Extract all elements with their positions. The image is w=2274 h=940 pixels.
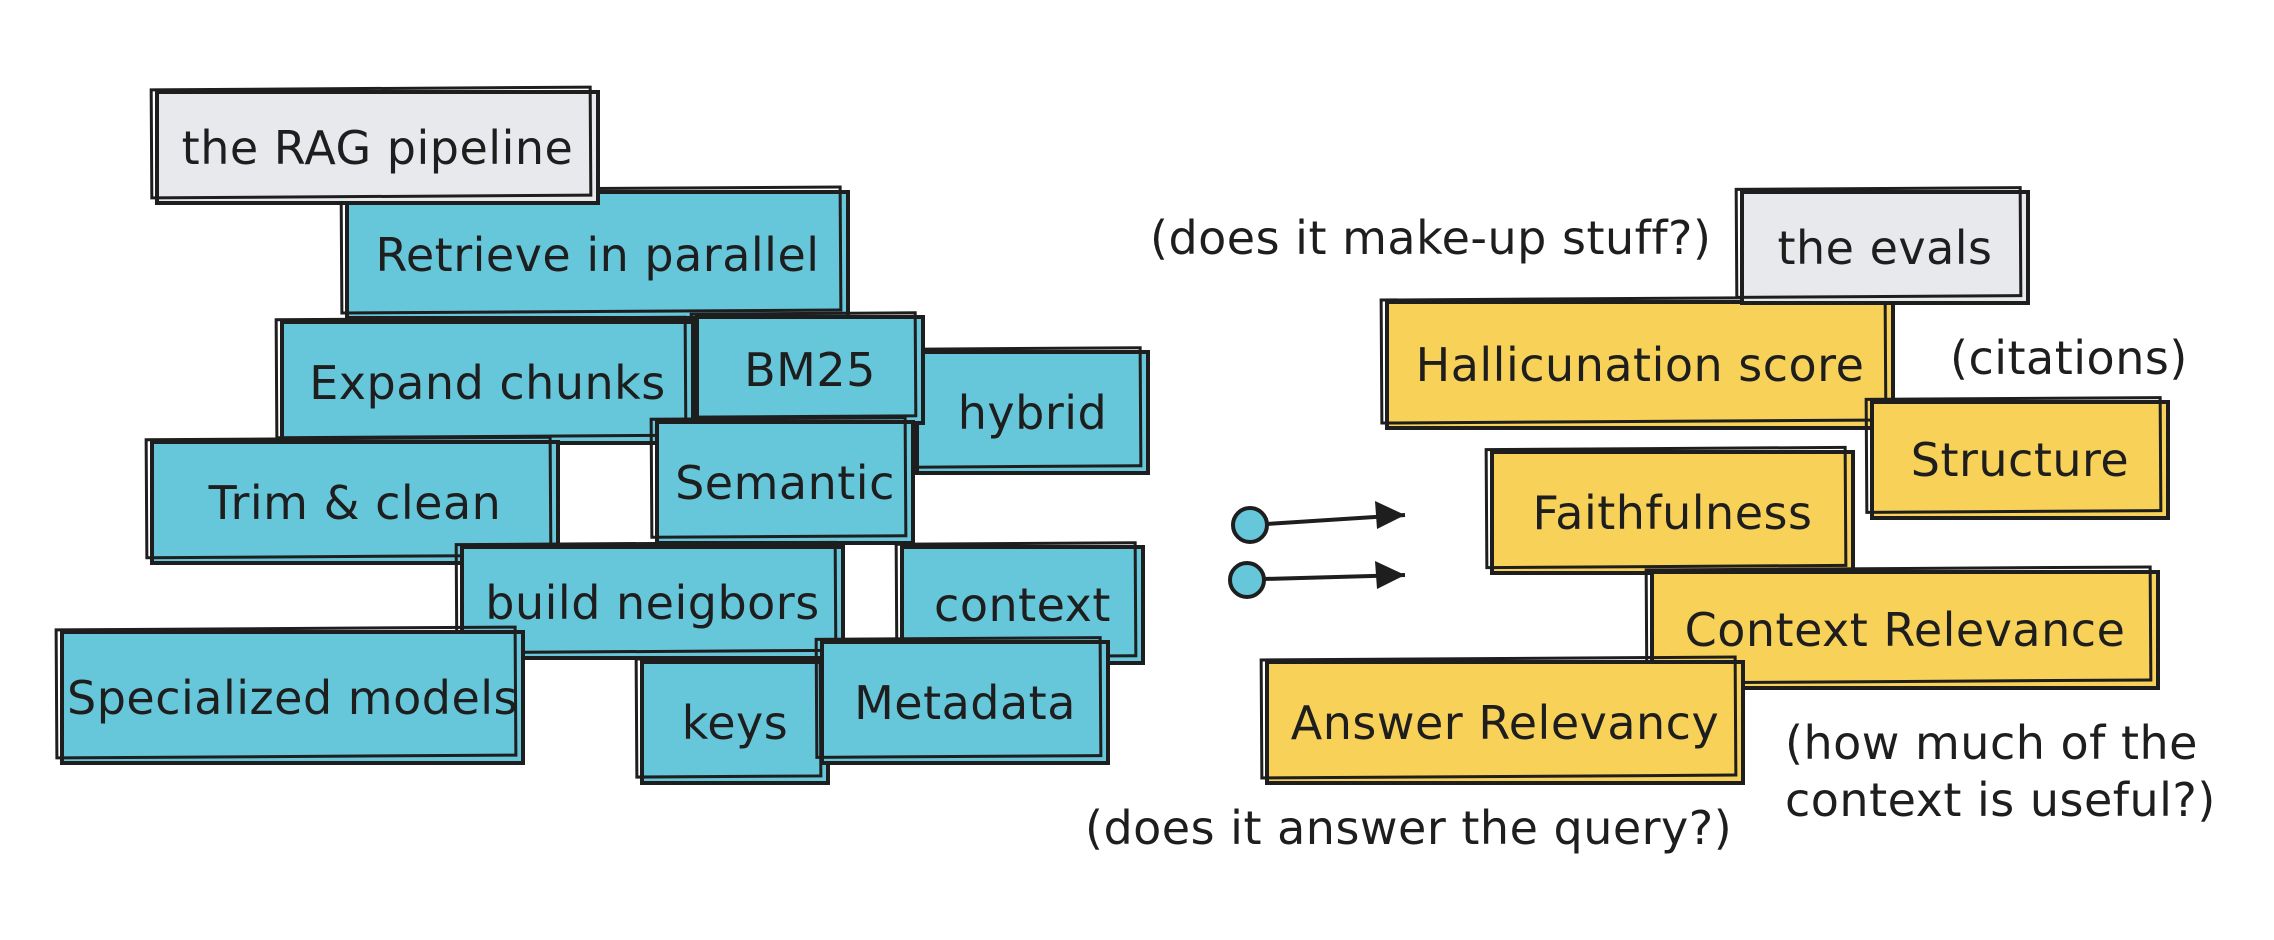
arrows-connector (1228, 501, 1406, 599)
block-semantic-label: Semantic (675, 455, 895, 510)
arrow-icon-bottom (1228, 561, 1406, 599)
block-trim-and-clean-label: Trim & clean (208, 475, 502, 530)
metric-structure-label: Structure (1910, 433, 2130, 487)
note-context-relevance-line1: (how much of the (1785, 716, 2198, 770)
metric-faithfulness-label: Faithfulness (1532, 485, 1813, 540)
pipeline-title-label: the RAG pipeline (181, 120, 574, 175)
block-bm25-label: BM25 (744, 343, 876, 397)
block-build-neighbors: build neigbors (460, 545, 845, 660)
block-keys-label: keys (681, 695, 789, 750)
evals-title-label: the evals (1777, 220, 1993, 275)
note-structure: (citations) (1950, 331, 2188, 385)
block-specialized-models-label: Specialized models (67, 670, 518, 725)
note-context-relevance-line2: context is useful?) (1785, 773, 2216, 827)
block-expand-chunks-label: Expand chunks (309, 355, 666, 410)
block-metadata: Metadata (820, 640, 1110, 765)
metric-structure: Structure (1870, 400, 2170, 520)
block-semantic: Semantic (655, 420, 915, 545)
block-bm25: BM25 (695, 315, 925, 425)
block-retrieve-in-parallel-label: Retrieve in parallel (375, 228, 820, 282)
metric-faithfulness: Faithfulness (1490, 450, 1855, 575)
metric-answer-relevancy-label: Answer Relevancy (1290, 695, 1720, 750)
block-keys: keys (640, 660, 830, 785)
pipeline-title: the RAG pipeline (155, 90, 600, 205)
note-hallucination: (does it make-up stuff?) (1150, 211, 1712, 265)
block-hybrid-label: hybrid (957, 385, 1108, 440)
arrow-icon-top (1231, 501, 1406, 544)
block-context-label: context (934, 578, 1111, 632)
block-retrieve-in-parallel: Retrieve in parallel (345, 190, 850, 320)
note-answer-relevancy: (does it answer the query?) (1085, 801, 1733, 855)
block-trim-and-clean: Trim & clean (150, 440, 560, 565)
block-specialized-models: Specialized models (60, 630, 525, 765)
block-expand-chunks: Expand chunks (280, 320, 695, 445)
evals-title: the evals (1740, 190, 2030, 305)
metric-context-relevance-label: Context Relevance (1684, 603, 2126, 657)
metric-hallucination-score-label: Hallicunation score (1415, 338, 1865, 392)
block-metadata-label: Metadata (854, 675, 1076, 730)
block-build-neighbors-label: build neigbors (485, 575, 820, 630)
block-hybrid: hybrid (915, 350, 1150, 475)
metric-answer-relevancy: Answer Relevancy (1265, 660, 1745, 785)
metric-hallucination-score: Hallicunation score (1385, 300, 1895, 430)
